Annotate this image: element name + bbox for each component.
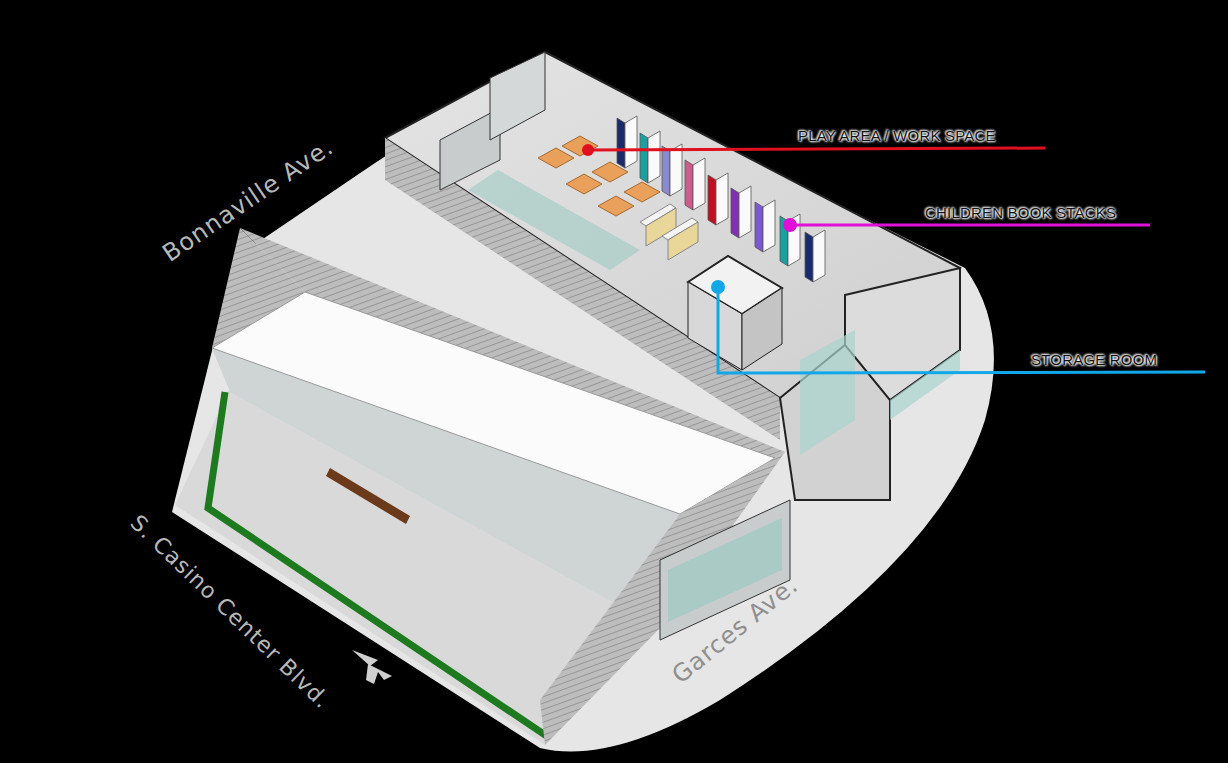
low-shelves: [640, 204, 698, 260]
callout-dot: [582, 144, 594, 156]
storage-room: [742, 288, 782, 370]
callout-label: CHILDREN BOOK STACKS: [925, 204, 1116, 222]
callout-dot: [783, 218, 797, 232]
callout-label: PLAY AREA / WORK SPACE: [798, 127, 996, 145]
storage-room: [688, 282, 742, 370]
glass-rail: [800, 330, 855, 455]
book-stacks: [617, 116, 825, 282]
leader-line: [718, 287, 1205, 373]
callout-dot: [711, 280, 725, 294]
leader-line: [588, 148, 1045, 150]
glass-rail: [890, 350, 960, 420]
leader-line: [790, 224, 1150, 227]
plan-room: [490, 52, 545, 140]
glass-rail: [468, 170, 640, 270]
roof: [212, 292, 775, 514]
glass-connector: [660, 500, 790, 640]
north-arrow: [352, 650, 392, 684]
callout-label: STORAGE ROOM: [1031, 351, 1157, 369]
